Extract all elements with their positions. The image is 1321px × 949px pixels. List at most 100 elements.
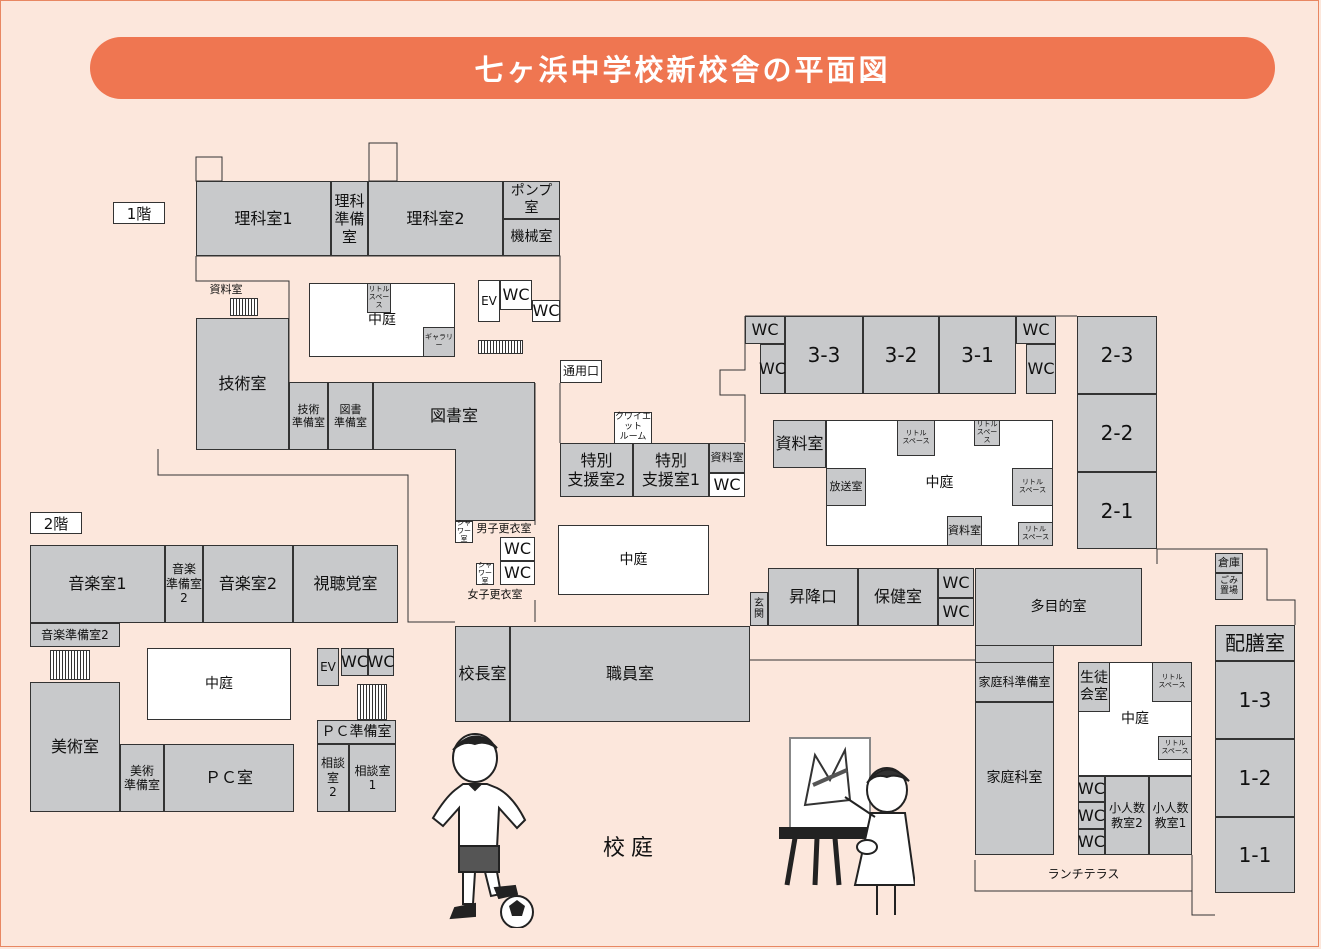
- room-gijutsu: 技術室: [196, 318, 289, 450]
- room-tokubetsu2: 特別 支援室2: [560, 443, 633, 497]
- little-space-5: リトル スペース: [1018, 522, 1053, 546]
- room-tosho: 図書室: [373, 382, 535, 450]
- room-shichokaku: 視聴覚室: [293, 545, 398, 623]
- little-space-2: リトル スペース: [897, 420, 935, 456]
- room-pc-junbi: ＰＣ準備室: [317, 720, 396, 744]
- room-soko: 倉庫: [1215, 553, 1243, 573]
- classroom-3-2: 3-2: [863, 316, 939, 394]
- room-pump: ポンプ室: [503, 181, 560, 219]
- wc-1: WC: [500, 280, 532, 310]
- room-hoken: 保健室: [858, 568, 938, 626]
- floor-label-2f: 2階: [30, 512, 82, 534]
- room-bijutsu-junbi: 美術 準備室: [120, 744, 164, 812]
- room-katei: 家庭科室: [975, 702, 1054, 855]
- room-ongaku2: 音楽室2: [203, 545, 293, 623]
- room-kocho: 校長室: [455, 626, 510, 722]
- stairs-icon: [230, 298, 258, 316]
- room-ongaku-junbi-2: 音楽準備室2: [30, 623, 120, 647]
- wc-3: WC: [709, 473, 745, 497]
- map-title: 七ヶ浜中学校新校舎の平面図: [474, 53, 891, 87]
- room-girls-locker: 女子更衣室: [467, 588, 523, 602]
- schoolyard-label: 校庭: [603, 836, 660, 861]
- classroom-1-1: 1-1: [1215, 817, 1295, 893]
- floor-label-1f: 1階: [113, 202, 165, 224]
- elevator-2: EV: [317, 648, 339, 686]
- wc-7: WC: [759, 344, 786, 394]
- room-shiryo-3: 資料室: [773, 420, 826, 468]
- classroom-2-2: 2-2: [1077, 394, 1157, 472]
- wc-14: WC: [1078, 829, 1105, 855]
- room-kikai: 機械室: [503, 219, 560, 256]
- room-rika2: 理科室2: [368, 181, 503, 256]
- wc-2: WC: [532, 300, 560, 322]
- room-rika-junbi: 理科 準備 室: [331, 181, 368, 256]
- room-shokuin: 職員室: [510, 626, 750, 722]
- courtyard-3-label: 中庭: [925, 474, 954, 491]
- room-gomi: ごみ 置場: [1215, 573, 1243, 600]
- room-shiryo-small: 資料室: [209, 283, 243, 297]
- little-space-1: リトル スペース: [367, 283, 391, 313]
- wc-13: WC: [1078, 802, 1105, 829]
- room-shiryo-2: 資料室: [709, 443, 745, 473]
- room-seito: 生徒 会室: [1078, 662, 1110, 712]
- wc-5: WC: [500, 561, 535, 585]
- lunch-terrace: ランチテラス: [1047, 866, 1120, 881]
- stairs-icon: [478, 340, 523, 354]
- classroom-3-3: 3-3: [785, 316, 863, 394]
- stairs-icon: [50, 650, 90, 680]
- room-pc: ＰＣ室: [164, 744, 294, 812]
- classroom-2-1: 2-1: [1077, 472, 1157, 549]
- room-tosho-junbi: 図書 準備室: [328, 382, 373, 450]
- wc-10: WC: [938, 568, 974, 598]
- room-katei-junbi: 家庭科準備室: [975, 662, 1054, 702]
- elevator-1: EV: [478, 280, 500, 322]
- wc-12: WC: [1078, 776, 1105, 802]
- room-shower-1: シャワー 室: [455, 519, 473, 543]
- wc-16: WC: [368, 648, 395, 676]
- room-gallery: ギャラリー: [423, 327, 455, 357]
- room-quiet: クワイエット ルーム: [614, 412, 652, 444]
- wc-11: WC: [938, 598, 974, 626]
- wc-9: WC: [1026, 344, 1056, 394]
- wc-8: WC: [1016, 316, 1056, 344]
- room-sodan-1: 相談室 1: [349, 744, 396, 812]
- title-banner: 七ヶ浜中学校新校舎の平面図: [90, 37, 1275, 99]
- room-boys-locker: 男子更衣室: [476, 522, 532, 536]
- classroom-2-3: 2-3: [1077, 316, 1157, 394]
- little-space-6: リトル スペース: [1152, 662, 1192, 702]
- soccer-boy-illustration: [431, 733, 534, 928]
- painting-girl-illustration: [779, 737, 915, 915]
- wc-4: WC: [500, 537, 535, 561]
- room-bijutsu: 美術室: [30, 682, 120, 812]
- courtyard-1-label: 中庭: [368, 311, 396, 328]
- room-rika1: 理科室1: [196, 181, 331, 256]
- stairs-icon: [357, 684, 387, 720]
- courtyard-2: 中庭: [558, 525, 709, 595]
- classroom-3-1: 3-1: [939, 316, 1016, 394]
- room-ongaku-junbi-2-v: 音楽 準備室 2: [165, 545, 203, 623]
- room-tokubetsu1: 特別 支援室1: [633, 443, 709, 497]
- room-shower-2: シャワー 室: [476, 561, 494, 585]
- courtyard-5: 中庭: [147, 648, 291, 720]
- room-tosho-extension: [455, 449, 535, 521]
- room-haizen: 配膳室: [1215, 625, 1295, 661]
- room-shonin-1: 小人数 教室1: [1149, 776, 1192, 855]
- room-genkan: 玄 関: [750, 592, 768, 626]
- classroom-1-2: 1-2: [1215, 739, 1295, 817]
- wc-6: WC: [745, 316, 785, 344]
- room-tamokuteki-ext: [975, 646, 1054, 662]
- room-tsuyoguchi: 通用口: [560, 360, 602, 383]
- room-shonin-2: 小人数 教室2: [1105, 776, 1149, 855]
- room-ongaku1: 音楽室1: [30, 545, 165, 623]
- little-space-3: リトル スペース: [974, 420, 1000, 446]
- courtyard-4-label: 中庭: [1121, 710, 1149, 727]
- wc-15: WC: [341, 648, 368, 676]
- classroom-1-3: 1-3: [1215, 661, 1295, 739]
- room-hoso: 放送室: [826, 468, 866, 506]
- little-space-7: リトル スペース: [1158, 736, 1192, 760]
- little-space-4: リトル スペース: [1012, 468, 1053, 506]
- room-sodan-2: 相談室 2: [317, 744, 349, 812]
- room-shiryo-4: 資料室: [947, 516, 982, 546]
- room-gijutsu-junbi: 技術 準備室: [289, 382, 328, 450]
